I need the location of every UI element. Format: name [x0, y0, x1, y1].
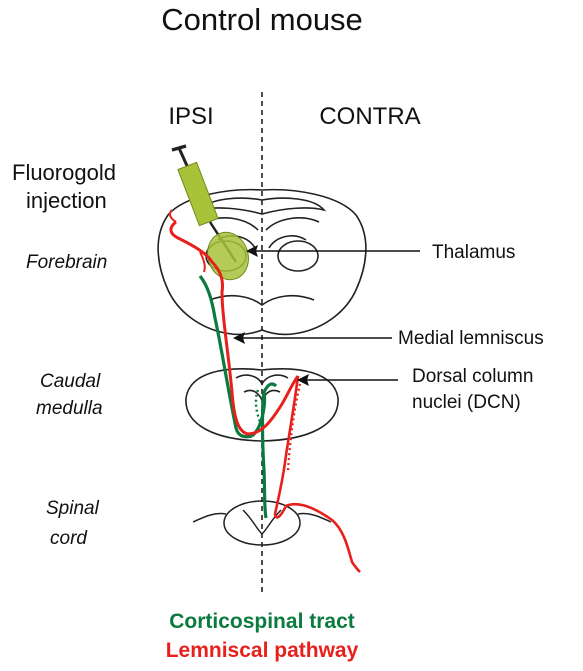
- medial-lemniscus-arrow: [233, 332, 392, 344]
- ipsi-header: IPSI: [168, 103, 213, 130]
- injection-label-line2: injection: [26, 188, 107, 213]
- legend-corticospinal: Corticospinal tract: [169, 610, 355, 633]
- spinal-cord-label-line1: Spinal: [46, 498, 100, 519]
- diagram-title: Control mouse: [161, 2, 363, 37]
- forebrain-label: Forebrain: [26, 252, 107, 273]
- thalamus-arrow: [246, 245, 420, 257]
- dcn-label-line2: nuclei (DCN): [412, 392, 521, 413]
- caudal-medulla-label-line1: Caudal: [40, 371, 101, 392]
- thalamus-label: Thalamus: [432, 242, 515, 263]
- contra-header: CONTRA: [319, 103, 420, 130]
- injection-label-line1: Fluorogold: [12, 160, 116, 185]
- dcn-arrow: [297, 374, 398, 386]
- legend-lemniscal: Lemniscal pathway: [166, 639, 359, 662]
- spinal-cord-label-line2: cord: [50, 528, 88, 549]
- injection-site: [202, 227, 255, 285]
- dcn-label-line1: Dorsal column: [412, 366, 533, 387]
- medial-lemniscus-label: Medial lemniscus: [398, 328, 544, 349]
- corticospinal-tract-path: [200, 276, 276, 518]
- caudal-medulla-label-line2: medulla: [36, 398, 103, 419]
